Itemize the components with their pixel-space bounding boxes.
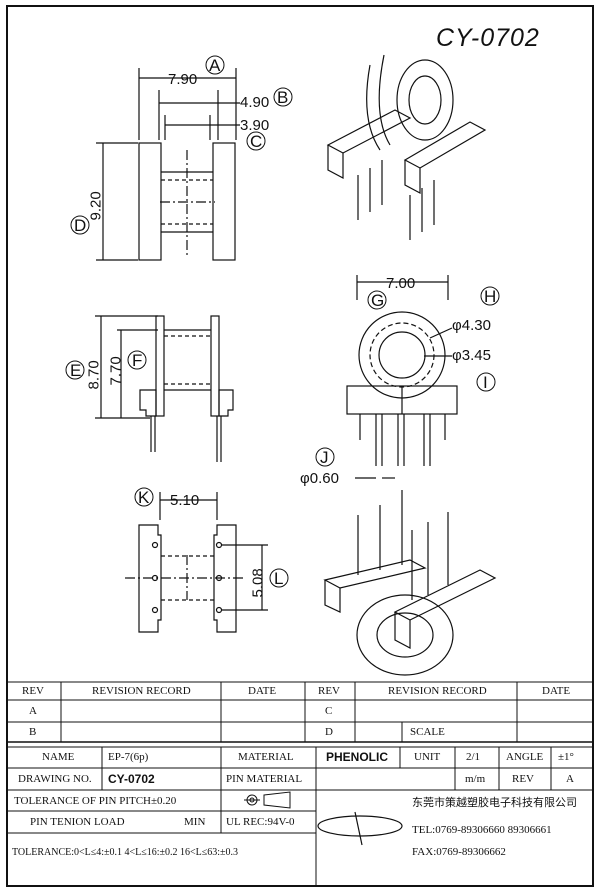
front-view — [96, 68, 240, 261]
callout-g: G — [371, 291, 385, 310]
callout-l: L — [274, 569, 284, 588]
dim-l: 5.08 — [249, 568, 267, 598]
company-name: 东莞市策越塑胶电子科技有限公司 — [412, 796, 577, 809]
name-value: EP-7(6p) — [108, 751, 149, 763]
callout-b: B — [277, 88, 289, 107]
angle-value: ±1° — [558, 751, 574, 763]
dim-b: 4.90 — [240, 94, 270, 111]
callout-c: C — [250, 132, 263, 151]
projection-symbol-icon — [244, 791, 291, 809]
dim-d: 9.20 — [87, 191, 105, 221]
company-logo — [317, 811, 403, 846]
unit-label: UNIT — [414, 751, 441, 763]
unit-mm: m/m — [465, 773, 486, 785]
isometric-bottom — [323, 490, 497, 676]
record-header-right: REVISION RECORD — [388, 685, 487, 697]
callout-h: H — [484, 287, 497, 306]
bottom-view — [125, 492, 268, 633]
rev-row-d: D — [325, 726, 333, 738]
rev-row-b: B — [29, 726, 37, 738]
rev-label: REV — [512, 773, 534, 785]
rev-row-c: C — [325, 705, 333, 717]
callout-j: J — [320, 448, 329, 467]
sheet-border — [6, 5, 594, 887]
dim-e: 8.70 — [85, 360, 103, 390]
isometric-top — [326, 54, 487, 240]
title-block-lines — [7, 746, 593, 886]
material-value: PHENOLIC — [326, 750, 389, 764]
rev-header-left: REV — [22, 685, 44, 697]
dim-j: φ0.60 — [300, 470, 339, 487]
ul-rec: UL REC:94V-0 — [226, 816, 295, 828]
rev-row-a: A — [29, 705, 37, 717]
dim-i: φ3.45 — [452, 347, 491, 364]
callout-e: E — [70, 361, 82, 380]
callout-circles — [65, 55, 500, 588]
dim-g: 7.00 — [386, 275, 416, 292]
scale-label: SCALE — [410, 726, 445, 738]
end-view — [346, 275, 458, 479]
dim-a: 7.90 — [168, 71, 198, 88]
company-tel: TEL:0769-89306660 89306661 — [412, 824, 552, 836]
record-header-left: REVISION RECORD — [92, 685, 191, 697]
dim-f: 7.70 — [107, 356, 125, 386]
date-header-right: DATE — [542, 685, 571, 697]
company-fax: FAX:0769-89306662 — [412, 846, 506, 858]
drawing-no-value: CY-0702 — [108, 772, 155, 786]
side-view — [95, 315, 234, 462]
callout-f: F — [132, 351, 143, 370]
drawing-no-label: DRAWING NO. — [18, 773, 92, 785]
callout-i: I — [483, 373, 488, 392]
unit-value: 2/1 — [466, 751, 481, 763]
rev-header-right: REV — [318, 685, 340, 697]
angle-label: ANGLE — [506, 751, 544, 763]
dim-h: φ4.30 — [452, 317, 491, 334]
dim-k: 5.10 — [170, 492, 200, 509]
dim-c: 3.90 — [240, 117, 270, 134]
tolerance-line: TOLERANCE:0<L≤4:±0.1 4<L≤16:±0.2 16<L≤63… — [12, 847, 239, 858]
tolerance-pin-pitch: TOLERANCE OF PIN PITCH±0.20 — [14, 795, 177, 807]
pin-tension-label: PIN TENION LOAD — [30, 816, 125, 828]
name-label: NAME — [42, 751, 75, 763]
drawing-title: CY-0702 — [436, 24, 540, 52]
callout-a: A — [209, 56, 221, 75]
callout-d: D — [74, 216, 87, 235]
pin-tension-value: MIN — [184, 816, 206, 828]
pin-material-label: PIN MATERIAL — [226, 773, 303, 785]
rev-value: A — [566, 773, 574, 785]
callout-k: K — [138, 488, 150, 507]
date-header-left: DATE — [248, 685, 277, 697]
revision-table-lines — [7, 681, 593, 743]
material-label: MATERIAL — [238, 751, 294, 763]
